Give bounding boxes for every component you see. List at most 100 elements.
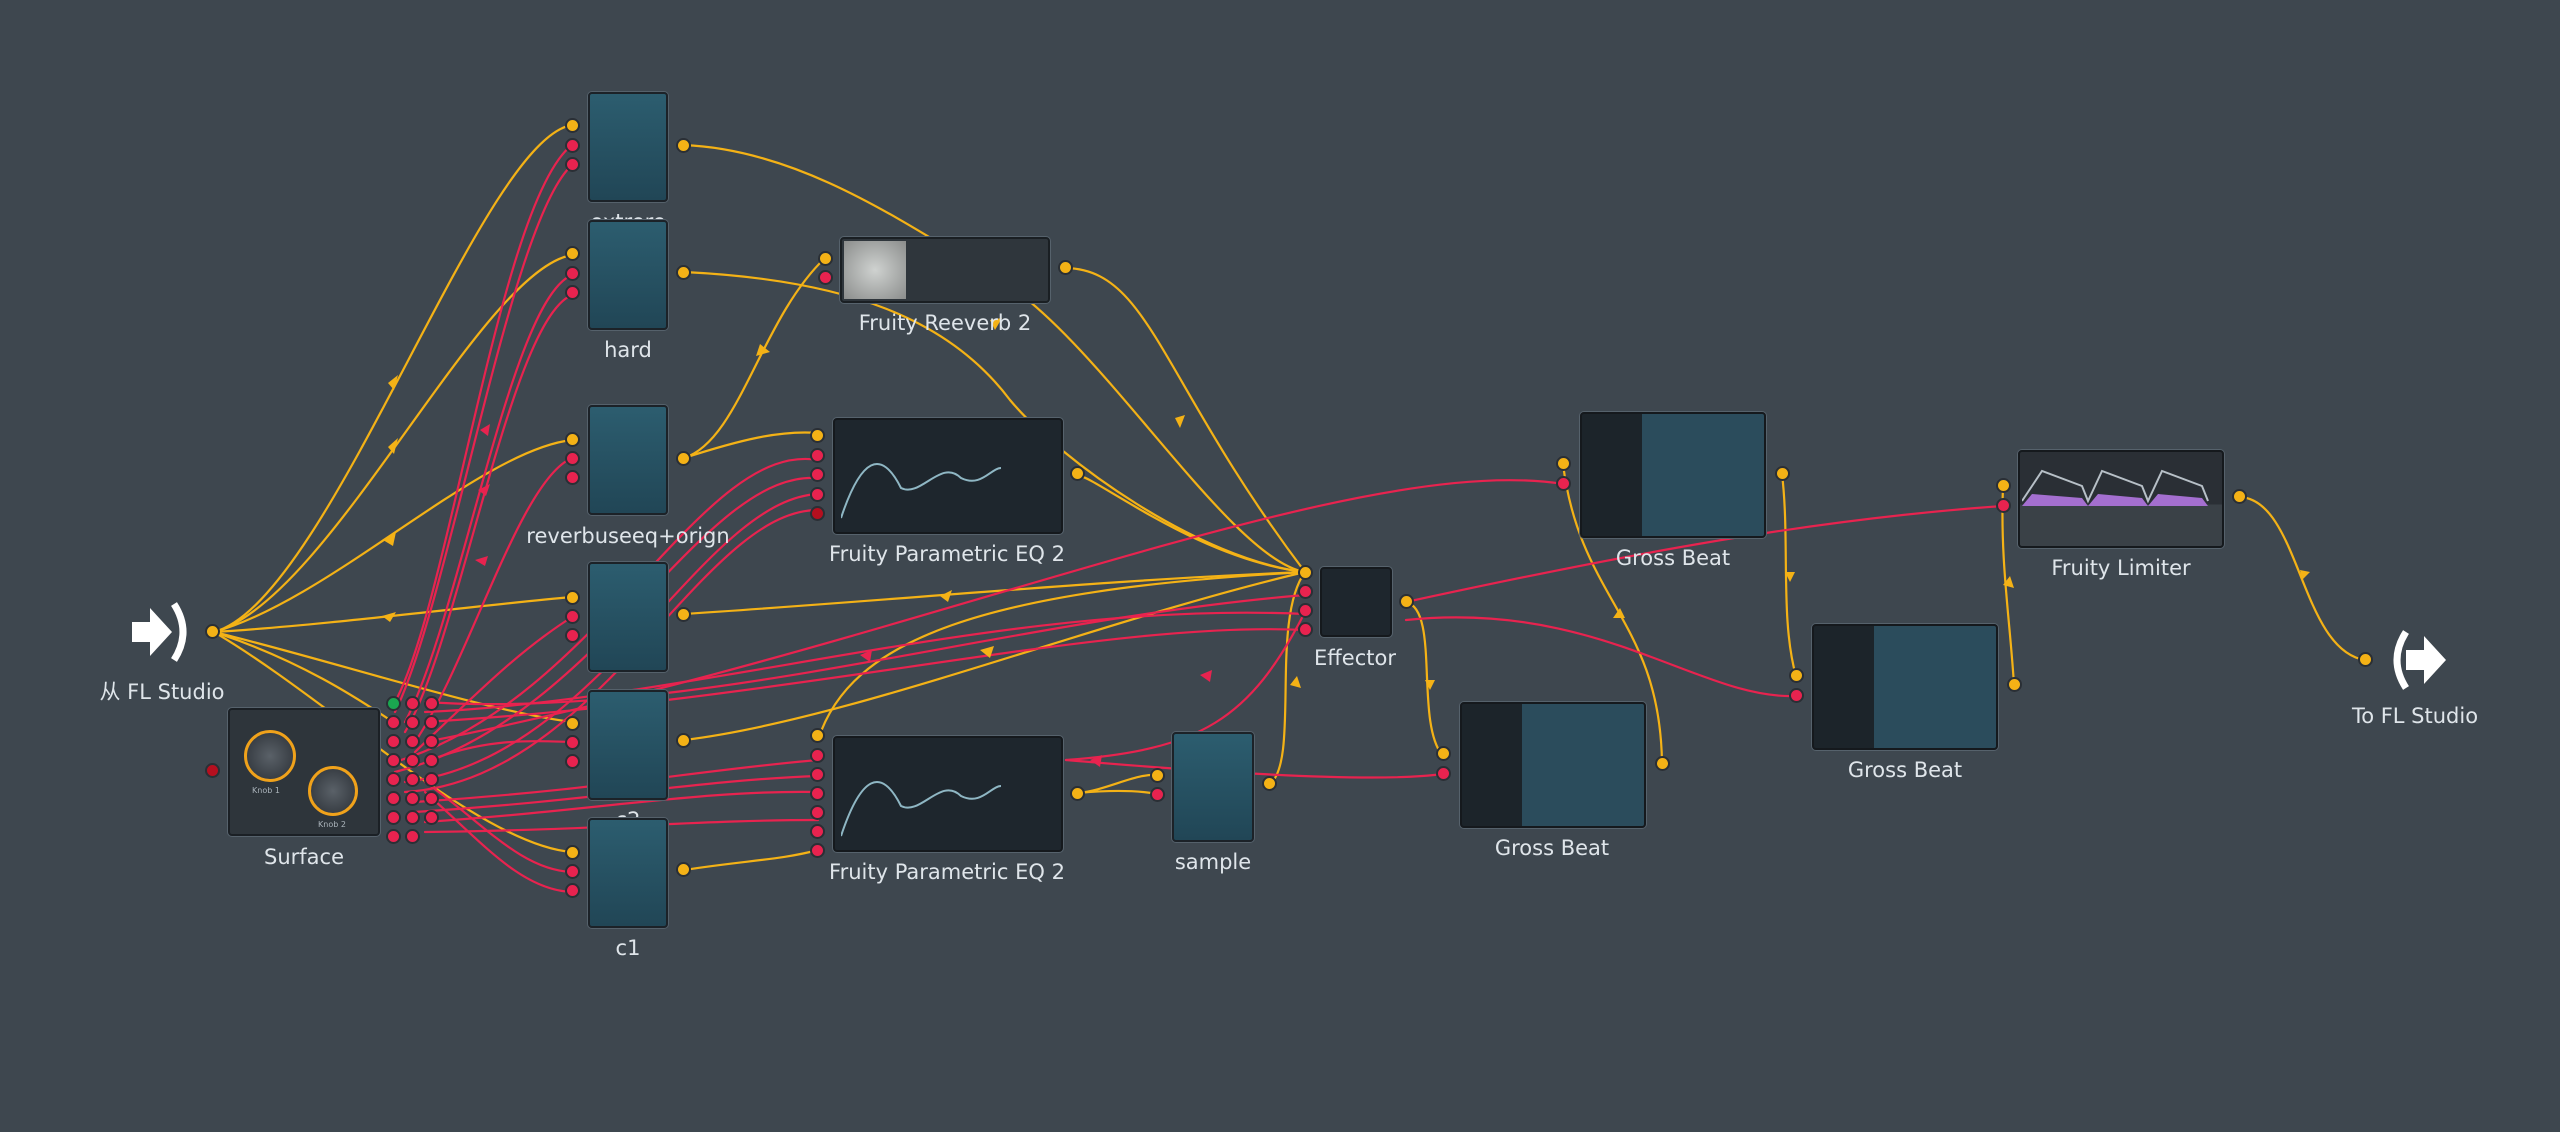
port[interactable] xyxy=(810,506,825,521)
port[interactable] xyxy=(565,118,580,133)
port[interactable] xyxy=(565,266,580,281)
port[interactable] xyxy=(565,246,580,261)
surface-out-port[interactable] xyxy=(405,829,420,844)
module-gross-beat-2[interactable] xyxy=(1460,702,1646,828)
module-effector[interactable] xyxy=(1320,567,1392,637)
port[interactable] xyxy=(1399,594,1414,609)
port[interactable] xyxy=(1070,466,1085,481)
surface-knob-2[interactable] xyxy=(308,766,358,816)
module-fruity-limiter[interactable] xyxy=(2018,450,2224,548)
surface-out-port[interactable] xyxy=(405,791,420,806)
port[interactable] xyxy=(565,716,580,731)
port[interactable] xyxy=(1298,584,1313,599)
port[interactable] xyxy=(1298,603,1313,618)
port[interactable] xyxy=(676,862,691,877)
surface-knob-1[interactable] xyxy=(244,730,296,782)
port[interactable] xyxy=(810,824,825,839)
surface-out-port[interactable] xyxy=(405,734,420,749)
port[interactable] xyxy=(565,470,580,485)
port[interactable] xyxy=(565,883,580,898)
port[interactable] xyxy=(565,432,580,447)
surface-out-port[interactable] xyxy=(386,715,401,730)
port[interactable] xyxy=(1298,565,1313,580)
module-gross-beat-1[interactable] xyxy=(1580,412,1766,538)
port[interactable] xyxy=(1070,786,1085,801)
port[interactable] xyxy=(565,845,580,860)
port[interactable] xyxy=(676,733,691,748)
input-node[interactable] xyxy=(128,598,198,666)
surface-out-port[interactable] xyxy=(405,753,420,768)
port[interactable] xyxy=(2007,677,2022,692)
surface-out-port[interactable] xyxy=(405,715,420,730)
surface-out-port[interactable] xyxy=(424,715,439,730)
port[interactable] xyxy=(565,628,580,643)
port[interactable] xyxy=(676,265,691,280)
port[interactable] xyxy=(1058,260,1073,275)
port[interactable] xyxy=(565,285,580,300)
surface-out-port[interactable] xyxy=(386,753,401,768)
port[interactable] xyxy=(1996,478,2011,493)
port[interactable] xyxy=(810,786,825,801)
surface-out-port[interactable] xyxy=(405,772,420,787)
input-out-port[interactable] xyxy=(205,624,220,639)
surface-out-port[interactable] xyxy=(386,772,401,787)
module-hard[interactable] xyxy=(588,220,668,330)
module-c1[interactable] xyxy=(588,818,668,928)
module-parametric-eq-bottom[interactable] xyxy=(833,736,1063,852)
port[interactable] xyxy=(810,467,825,482)
surface-out-port[interactable] xyxy=(386,791,401,806)
port[interactable] xyxy=(565,754,580,769)
surface-out-port[interactable] xyxy=(405,696,420,711)
port[interactable] xyxy=(565,609,580,624)
surface-in-port[interactable] xyxy=(205,763,220,778)
port[interactable] xyxy=(1150,768,1165,783)
port[interactable] xyxy=(2232,489,2247,504)
output-node[interactable] xyxy=(2382,626,2452,694)
port[interactable] xyxy=(810,728,825,743)
module-gross-beat-3[interactable] xyxy=(1812,624,1998,750)
port[interactable] xyxy=(676,138,691,153)
port[interactable] xyxy=(810,448,825,463)
module-parametric-eq-top[interactable] xyxy=(833,418,1063,534)
port[interactable] xyxy=(1789,688,1804,703)
port[interactable] xyxy=(1436,766,1451,781)
port[interactable] xyxy=(818,270,833,285)
port[interactable] xyxy=(810,487,825,502)
port[interactable] xyxy=(676,451,691,466)
module-reverbuseeq[interactable] xyxy=(588,405,668,515)
port[interactable] xyxy=(1298,622,1313,637)
surface-out-port[interactable] xyxy=(424,772,439,787)
port[interactable] xyxy=(565,735,580,750)
port[interactable] xyxy=(810,767,825,782)
surface-out-port[interactable] xyxy=(405,810,420,825)
module-unnamed[interactable] xyxy=(588,562,668,672)
surface-out-port[interactable] xyxy=(424,810,439,825)
surface-out-port[interactable] xyxy=(424,791,439,806)
module-c2[interactable] xyxy=(588,690,668,800)
surface-out-port[interactable] xyxy=(386,696,401,711)
port[interactable] xyxy=(1556,456,1571,471)
surface-out-port[interactable] xyxy=(386,810,401,825)
surface-out-port[interactable] xyxy=(424,696,439,711)
port[interactable] xyxy=(810,843,825,858)
surface-out-port[interactable] xyxy=(386,829,401,844)
port[interactable] xyxy=(1655,756,1670,771)
port[interactable] xyxy=(1436,746,1451,761)
module-sample[interactable] xyxy=(1172,732,1254,842)
port[interactable] xyxy=(1789,668,1804,683)
port[interactable] xyxy=(810,428,825,443)
module-surface[interactable]: Knob 1 Knob 2 xyxy=(228,708,380,836)
port[interactable] xyxy=(1262,776,1277,791)
surface-out-port[interactable] xyxy=(424,734,439,749)
port[interactable] xyxy=(565,451,580,466)
port[interactable] xyxy=(1150,787,1165,802)
output-in-port[interactable] xyxy=(2358,652,2373,667)
port[interactable] xyxy=(565,864,580,879)
port[interactable] xyxy=(810,748,825,763)
port[interactable] xyxy=(1996,498,2011,513)
port[interactable] xyxy=(818,251,833,266)
port[interactable] xyxy=(676,607,691,622)
module-extrere[interactable] xyxy=(588,92,668,202)
port[interactable] xyxy=(810,805,825,820)
